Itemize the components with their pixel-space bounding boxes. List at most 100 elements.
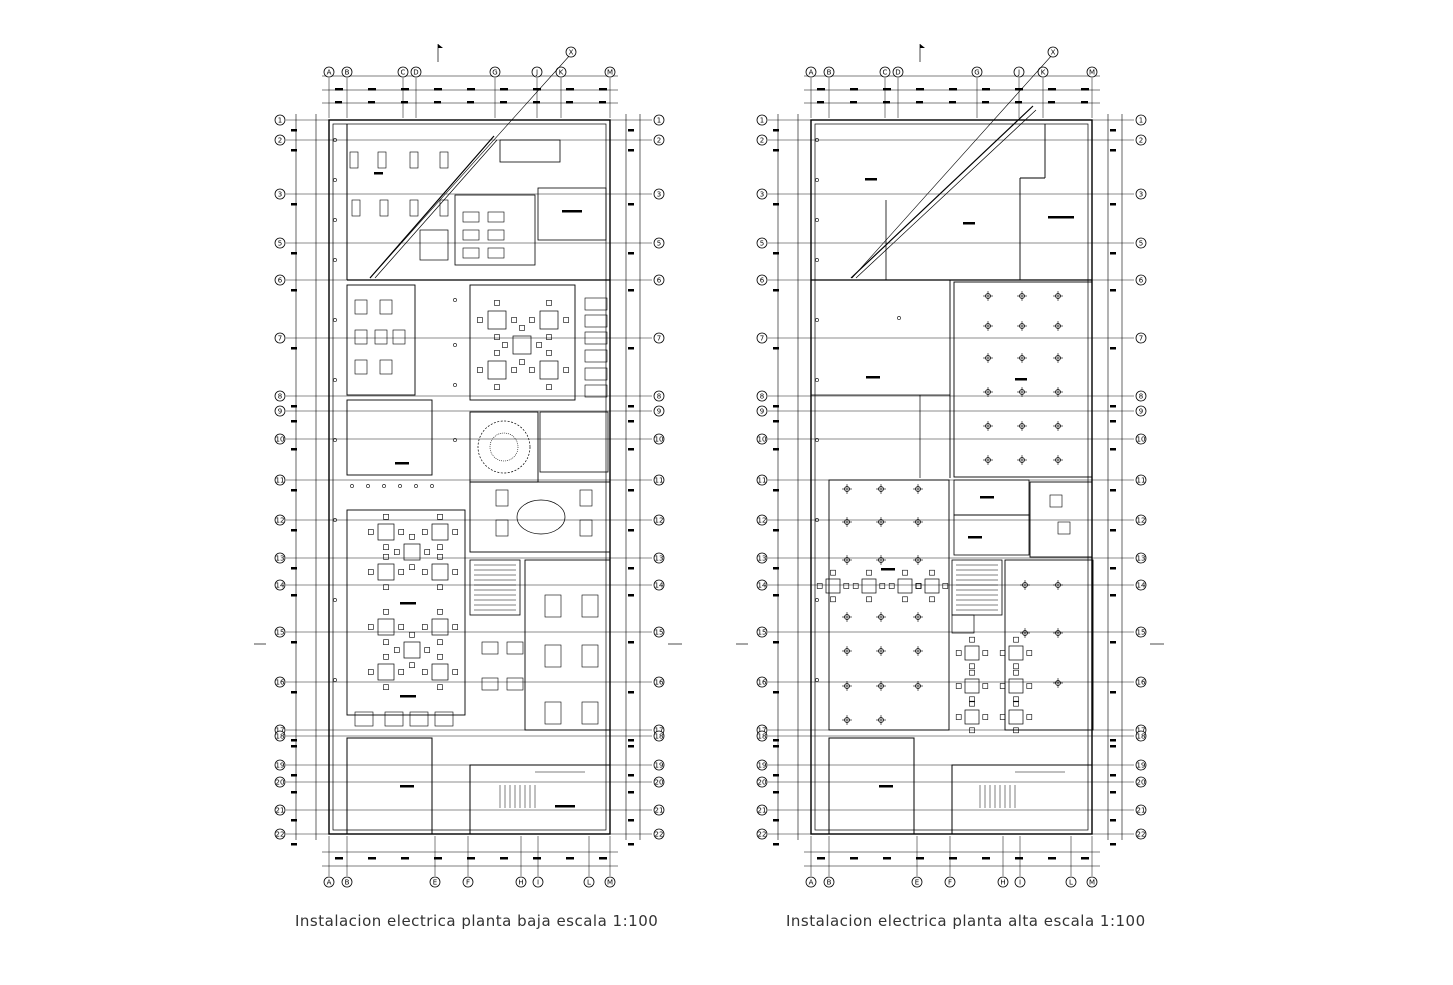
grid-bubble-label: 18 xyxy=(276,733,285,741)
grid-bubble-right-20: 20 xyxy=(653,776,665,788)
tree-icon xyxy=(477,420,531,474)
room-tag xyxy=(850,101,857,104)
room-tag xyxy=(982,101,989,104)
parking-stall xyxy=(351,199,361,217)
chair xyxy=(529,367,535,373)
table-top xyxy=(431,663,449,681)
grid-bubble-circle xyxy=(274,114,286,126)
ceiling-light-fixture xyxy=(1053,455,1063,465)
grid-bubble-circle xyxy=(756,332,768,344)
outlet-symbol xyxy=(815,218,819,222)
grid-bubble-label: 9 xyxy=(1139,408,1143,416)
stair-run xyxy=(951,559,1003,616)
grid-bubble-diagonal-X: X xyxy=(1047,46,1059,58)
chair xyxy=(902,569,908,576)
booth-seat xyxy=(584,367,608,381)
grid-bubble-circle xyxy=(1047,46,1059,58)
chair xyxy=(1026,683,1033,689)
grid-bubble-top-M: M xyxy=(1086,66,1098,78)
table-top xyxy=(377,523,395,541)
ceiling-light-fixture xyxy=(842,646,852,656)
room-tag xyxy=(628,149,634,152)
grid-bubble-label: 3 xyxy=(1139,191,1143,199)
grid-bubble-label: 17 xyxy=(655,727,664,735)
room-tag xyxy=(628,739,634,742)
chair xyxy=(383,684,389,691)
lounge-chair xyxy=(579,489,593,507)
grid-bubble-circle xyxy=(756,433,768,445)
chair xyxy=(421,529,428,535)
room-tag xyxy=(1048,857,1056,860)
grid-bubble-circle xyxy=(756,730,768,742)
restroom-fixture xyxy=(354,329,368,345)
chair xyxy=(494,350,500,356)
room-tag xyxy=(1110,347,1116,350)
restroom-fixture xyxy=(354,299,368,315)
grid-bubble-label: D xyxy=(895,69,900,77)
room-tag xyxy=(599,101,606,104)
table-with-chairs xyxy=(421,553,459,591)
grid-bubble-circle xyxy=(604,876,616,888)
grid-bubble-label: L xyxy=(587,879,591,887)
parking-stall xyxy=(439,151,449,169)
room-tag xyxy=(949,88,957,91)
grid-bubble-label: 3 xyxy=(760,191,764,199)
ceiling-light-fixture xyxy=(1017,353,1027,363)
chair xyxy=(452,624,459,630)
room-tag xyxy=(335,88,343,91)
grid-bubble-circle xyxy=(653,114,665,126)
grid-bubble-label: 6 xyxy=(1139,277,1144,285)
grid-bubble-left-18: 18 xyxy=(274,730,286,742)
chair xyxy=(1026,714,1033,720)
lounge-chair xyxy=(579,519,593,537)
grid-bubble-circle xyxy=(341,66,353,78)
north-arrow-icon xyxy=(919,44,925,62)
grid-bubble-circle xyxy=(462,876,474,888)
room-tag xyxy=(773,691,779,694)
outlet-symbol xyxy=(414,484,418,488)
chair xyxy=(999,714,1006,720)
room-tag xyxy=(1048,88,1056,91)
room-tag xyxy=(773,774,779,777)
room-tag xyxy=(628,843,634,846)
grid-bubble-circle xyxy=(653,433,665,445)
grid-bubble-bottom-E: E xyxy=(911,876,923,888)
room-tag xyxy=(1110,691,1116,694)
sofa xyxy=(481,641,499,655)
grid-bubble-circle xyxy=(274,676,286,688)
ceiling-light-fixture xyxy=(1053,628,1063,638)
room-tag xyxy=(374,172,383,175)
chair xyxy=(879,583,886,589)
grid-bubble-circle xyxy=(1135,804,1147,816)
grid-bubble-label: E xyxy=(915,879,919,887)
grid-bubble-bottom-L: L xyxy=(1065,876,1077,888)
table-top xyxy=(539,310,559,330)
stair-run xyxy=(469,559,521,616)
outlet-symbol xyxy=(366,484,370,488)
room-tag xyxy=(1015,101,1022,104)
grid-bubble-label: J xyxy=(535,69,538,77)
room-tag xyxy=(400,695,416,698)
grid-bubble-circle xyxy=(756,552,768,564)
room-tag xyxy=(1048,101,1055,104)
grid-bubble-right-14: 14 xyxy=(653,579,665,591)
ceiling-light-fixture xyxy=(983,421,993,431)
chair xyxy=(398,529,405,535)
outlet-symbol xyxy=(815,138,819,142)
grid-bubble-label: 18 xyxy=(758,733,767,741)
chair xyxy=(1013,663,1019,670)
grid-bubble-circle xyxy=(1013,66,1025,78)
table-with-chairs xyxy=(999,636,1033,670)
grid-bubble-label: 20 xyxy=(655,779,664,787)
table-with-chairs xyxy=(529,300,569,340)
grid-bubble-label: K xyxy=(559,69,564,77)
table-top xyxy=(1008,678,1024,694)
chair xyxy=(477,367,483,373)
grid-bubble-circle xyxy=(274,828,286,840)
ceiling-light-fixture xyxy=(1053,353,1063,363)
grid-bubble-left-12: 12 xyxy=(756,514,768,526)
chair xyxy=(398,569,405,575)
room-tag xyxy=(1081,857,1089,860)
room-tag xyxy=(291,791,297,794)
